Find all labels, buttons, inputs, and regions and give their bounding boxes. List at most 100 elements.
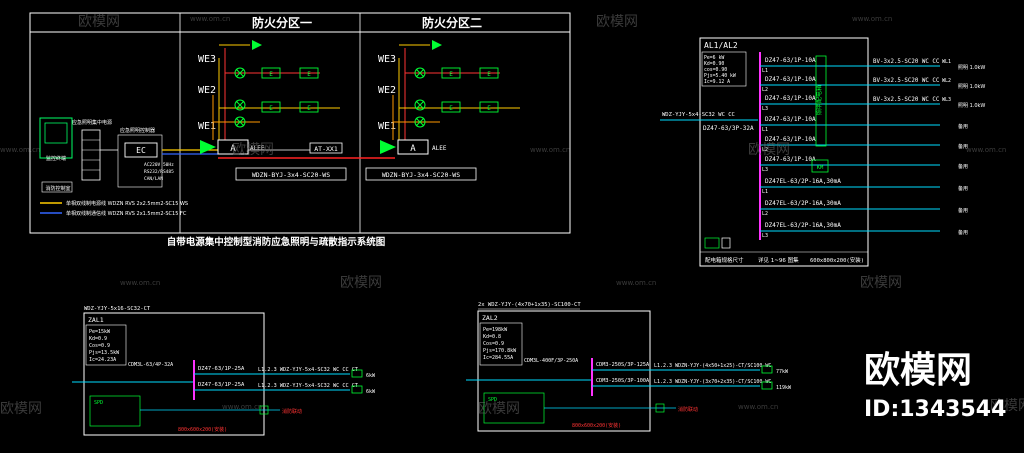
watermark-brand-6: 欧模网 — [860, 275, 902, 291]
zone2-cable-label: WDZN-BYJ-3x4-SC20-WS — [382, 171, 460, 179]
zone2-downlight-1 — [414, 67, 426, 79]
panel-b-frame — [699, 37, 869, 267]
watermark-site-4: www.om.cn — [530, 146, 570, 154]
zal1-header-cable: WDZ-YJY-5x16-SC32-CT — [84, 306, 151, 312]
zone1-we1: WE1 — [198, 121, 216, 132]
watermark-site-3: www.om.cn — [0, 146, 40, 154]
monitor-terminal — [39, 117, 73, 159]
zone2-exit-sign-3 — [441, 101, 461, 113]
watermark-brand-9: 欧模网 — [990, 398, 1024, 414]
svg-text:DZ47-63/1P-25A: DZ47-63/1P-25A — [198, 382, 245, 388]
watermark-brand-4: 欧模网 — [748, 142, 790, 158]
watermark-id: ID:1343544 — [864, 397, 1006, 422]
zal2-note-red: 消防联动 — [678, 406, 698, 413]
panel-b-footer-1: 配电箱规格尺寸 — [705, 256, 744, 264]
zone2-exit-sign-4 — [479, 101, 499, 113]
svg-text:BV-3x2.5-SC20 WC CC: BV-3x2.5-SC20 WC CC — [873, 59, 940, 65]
svg-text:L1: L1 — [762, 127, 768, 133]
zone2-controller-box — [397, 139, 429, 155]
ec-note-1: AC220V 50Hz — [144, 162, 174, 168]
panel-al1-al2: AL1/AL2 Pe=6 kW Kd=0.90 cos=0.90 Pjs=5.4… — [660, 37, 985, 267]
panel-a-caption: 自带电源集中控制型消防应急照明与疏散指示系统图 — [167, 236, 386, 248]
legend-comm-text: 单相双线制通信线 WDZN RVS 2x1.5mm2-SC15 FC — [66, 210, 187, 217]
svg-text:L2: L2 — [762, 147, 768, 153]
svg-text:备用: 备用 — [958, 163, 968, 170]
zal1-size: 800x600x200(安装) — [178, 426, 227, 433]
watermark-brand-2: 欧模网 — [596, 14, 638, 30]
watermark-brand-8: 欧模网 — [478, 401, 520, 417]
panel-b-footer-2: 600x800x200(安装) — [810, 256, 864, 264]
watermark-site-8: www.om.cn — [222, 403, 262, 411]
panel-zal2: 2x WDZ-YJY-(4x70+1x35)-SC100-CT ZAL2 Pe=… — [466, 302, 792, 432]
svg-text:Pe=15kW: Pe=15kW — [89, 329, 111, 335]
svg-text:L2: L2 — [762, 211, 768, 217]
zal2-spd-label: SPD — [488, 397, 497, 403]
zal1-tag: ZAL1 — [88, 316, 104, 324]
zone1-downlight-3 — [234, 116, 246, 128]
zone2-controller-tag: ALEE — [432, 145, 447, 152]
ec-host-box — [124, 142, 158, 158]
panel-b-breakers: DZ47-63/1P-10A DZ47-63/1P-10A DZ47-63/1P… — [765, 57, 841, 229]
svg-text:DZ47EL-63/2P-16A,30mA: DZ47EL-63/2P-16A,30mA — [765, 178, 841, 185]
zone1-cable-box — [235, 167, 347, 181]
ec-host-caption: 应急照明控制器 — [120, 127, 155, 134]
svg-text:Ic=24.23A: Ic=24.23A — [89, 357, 116, 363]
watermark-site-1: www.om.cn — [190, 15, 230, 23]
svg-text:照明 1.0kW: 照明 1.0kW — [958, 103, 985, 109]
zone1-exit-sign-3 — [261, 101, 281, 113]
svg-text:E: E — [487, 71, 491, 78]
zal1-spd-label: SPD — [94, 400, 103, 406]
svg-text:L3: L3 — [762, 167, 768, 173]
svg-text:WL3: WL3 — [942, 97, 951, 103]
svg-text:L1.2.3 WDZN-YJY-(3x70+2x35)-CT: L1.2.3 WDZN-YJY-(3x70+2x35)-CT/SC100-WC — [654, 379, 771, 385]
zone2-downlight-2 — [414, 99, 426, 111]
zone1-cable-label: WDZN-BYJ-3x4-SC20-WS — [252, 171, 330, 179]
svg-text:Cos=0.9: Cos=0.9 — [483, 341, 504, 347]
zone-2-title: 防火分区二 — [422, 15, 482, 30]
zone2-cable-box — [365, 167, 477, 181]
zal2-param-box — [479, 322, 523, 366]
zone2-emergency-lamp-1 — [432, 40, 442, 50]
svg-text:Kd=0.8: Kd=0.8 — [483, 334, 501, 340]
watermark-brand-1: 欧模网 — [78, 14, 120, 30]
zone1-controller-tag: ALEE — [250, 145, 265, 152]
svg-text:BV-3x2.5-SC20 WC CC: BV-3x2.5-SC20 WC CC — [873, 78, 940, 84]
zone2-we1: WE1 — [378, 121, 396, 132]
legend-power-text: 单相双线制电源线 WDZN RVS 2x2.5mm2-SC15 WS — [66, 200, 188, 207]
svg-text:备用: 备用 — [958, 207, 968, 214]
zone2-exit-sign-1 — [441, 67, 461, 79]
svg-text:L2: L2 — [762, 87, 768, 93]
svg-text:备用: 备用 — [958, 185, 968, 192]
zone1-exit-sign-2 — [299, 67, 319, 79]
zone-1-title: 防火分区一 — [252, 15, 312, 30]
svg-text:备用: 备用 — [958, 229, 968, 236]
panel-b-footer-mid: 详见 1~96 图集 — [758, 256, 799, 264]
panel-b-title: AL1/AL2 — [704, 41, 738, 50]
svg-text:DZ47-63/1P-25A: DZ47-63/1P-25A — [198, 366, 245, 372]
svg-text:DZ47-63/1P-10A: DZ47-63/1P-10A — [765, 76, 816, 83]
svg-text:Pjs=13.5kW: Pjs=13.5kW — [89, 350, 120, 356]
watermark-site-5: www.om.cn — [966, 146, 1006, 154]
zal1-main-breaker: CDM3L-63/4P-32A — [128, 362, 173, 368]
zone1-downlight-2 — [234, 99, 246, 111]
svg-text:CDM3-250S/3P-125A: CDM3-250S/3P-125A — [596, 362, 650, 368]
svg-text:6kW: 6kW — [366, 373, 376, 379]
svg-text:E: E — [487, 105, 491, 112]
zone1-we3: WE3 — [198, 54, 216, 65]
svg-text:Pe=6 kW: Pe=6 kW — [704, 55, 724, 61]
svg-text:Ic=9.12 A: Ic=9.12 A — [704, 79, 730, 85]
watermark-site-2: www.om.cn — [852, 15, 892, 23]
incoming-cable: WDZ-YJY-5x4-SC32 WC CC — [662, 112, 735, 118]
svg-text:77kW: 77kW — [776, 369, 789, 375]
svg-text:E: E — [269, 105, 273, 112]
zal2-main-breaker: CDM3L-400F/3P-250A — [524, 358, 578, 364]
svg-text:L1: L1 — [762, 189, 768, 195]
zal2-size: 800x600x200(安装) — [572, 422, 621, 429]
footer-icon-1 — [704, 237, 720, 249]
svg-text:DZ47-63/1P-10A: DZ47-63/1P-10A — [765, 116, 816, 123]
svg-text:119kW: 119kW — [776, 385, 792, 391]
zal2-tag: ZAL2 — [482, 314, 498, 322]
svg-text:Ic=284.55A: Ic=284.55A — [483, 355, 513, 361]
watermark-brand-5: 欧模网 — [340, 275, 382, 291]
watermark-site-9: www.om.cn — [738, 403, 778, 411]
